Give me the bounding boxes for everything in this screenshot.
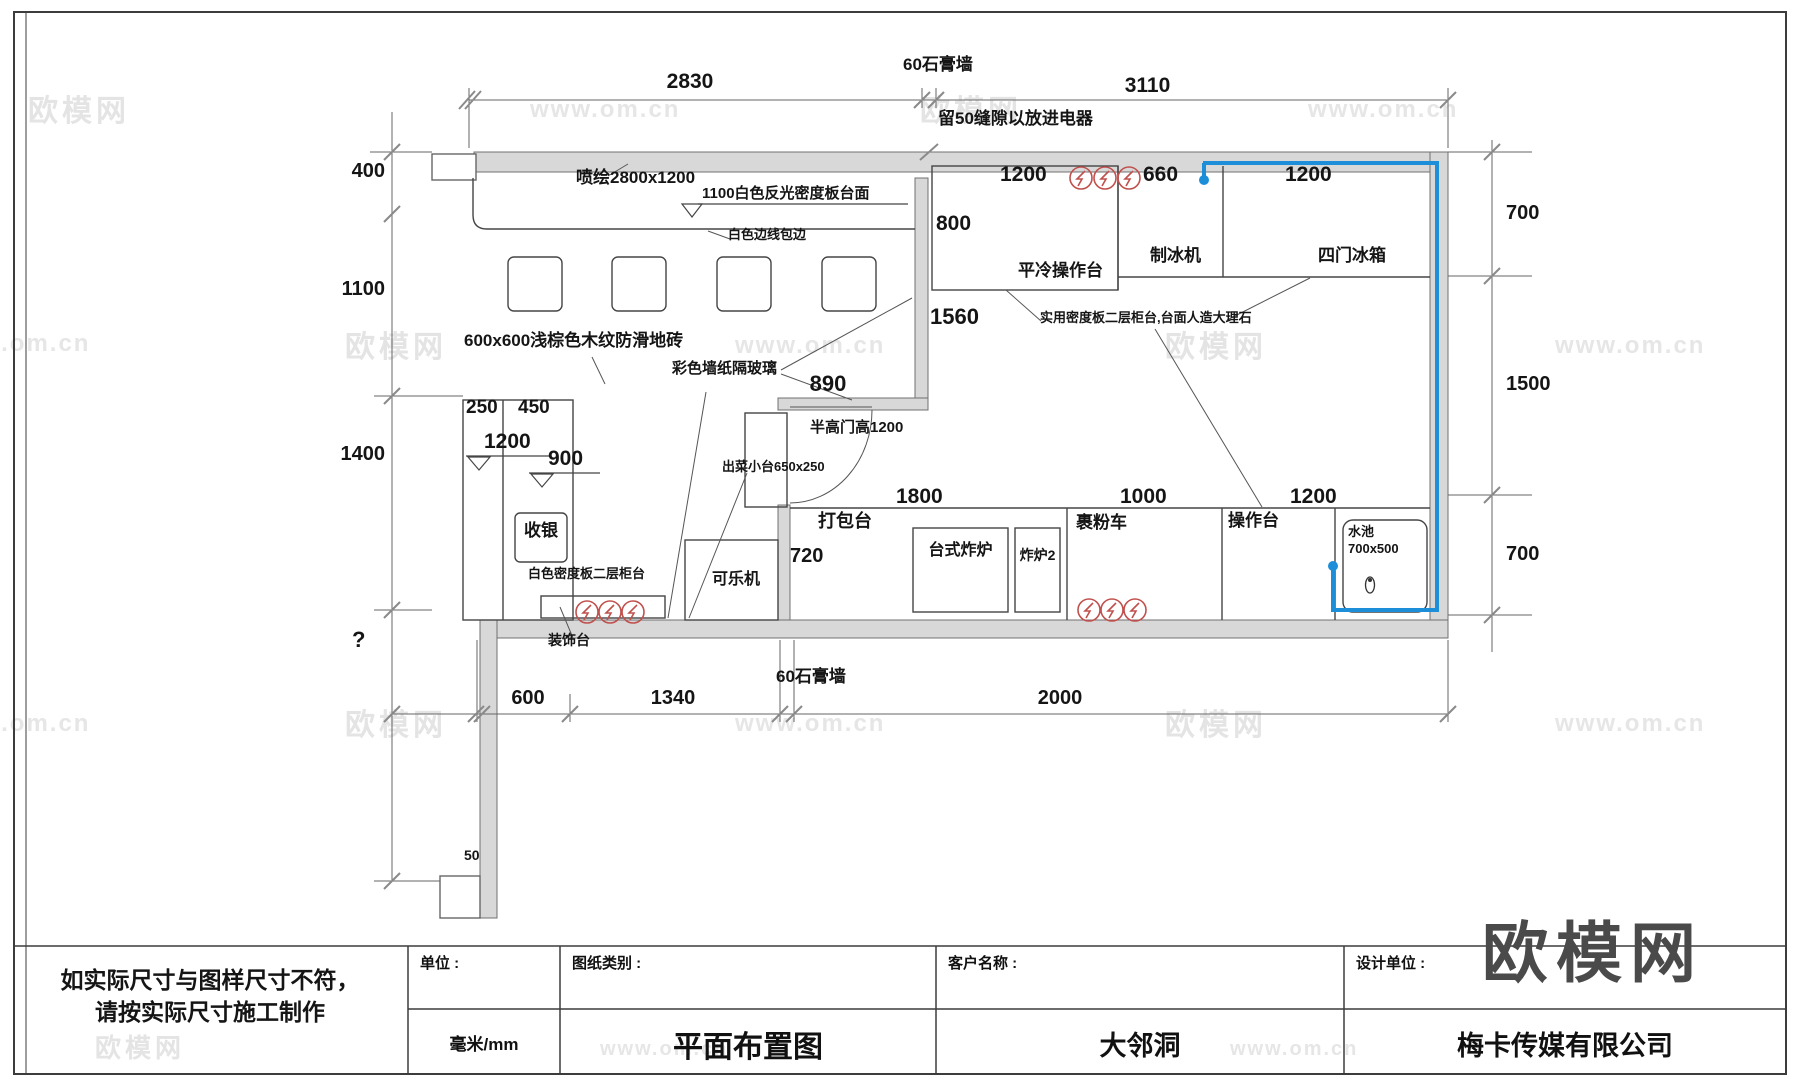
furniture-outlines [462,165,1430,621]
dim-cashier-a: 250 [466,397,498,418]
dim-right-3: 700 [1506,543,1540,565]
client-value: 大邻洞 [1099,1031,1181,1061]
label-glass: 彩色墙纸隔玻璃 [672,360,778,377]
dim-top-left: 2830 [666,70,714,93]
power-icon [1093,166,1117,190]
sheet-border [13,11,1787,1075]
power-icons [575,166,1147,624]
pillars [431,153,481,919]
power-icon [1077,598,1101,622]
dim-left-1: 400 [351,160,385,182]
stool [507,256,563,312]
label-white-counter: 白色密度板二层柜台 [528,566,646,581]
site-logo: 欧模网 [1482,916,1704,990]
dim-pack-span: 1800 [896,485,943,508]
dim-door-side: 720 [790,545,824,567]
dim-wall-end: 50 [464,847,480,863]
label-half-door: 半高门高1200 [810,419,904,436]
dim-bottom-1: 600 [511,687,545,709]
dim-top-right: 3110 [1124,74,1171,97]
dim-left-3: 1400 [340,443,386,465]
cashier-counter-box [462,399,574,621]
power-icon [621,600,645,624]
stool [611,256,667,312]
note-gap: 留50缝隙以放进电器 [938,109,1093,128]
power-icon [1123,598,1147,622]
level-1200: 1200 [484,430,531,453]
label-ice-machine: 制冰机 [1150,246,1201,265]
dim-partition: 1560 [930,304,979,329]
dim-cold-span: 1200 [1000,163,1047,186]
label-cold-table: 平冷操作台 [1018,261,1103,280]
dim-fridge-span: 1200 [1285,163,1332,186]
dim-right-1: 700 [1506,202,1540,224]
label-marble-note: 实用密度板二层柜台,台面人造大理石 [1040,310,1252,325]
door [789,406,873,504]
dim-counter-depth: 800 [936,212,972,235]
label-pack-table: 打包台 [818,511,872,531]
title-block-grid [14,945,1786,1074]
power-icon [575,600,599,624]
designer-value: 梅卡传媒有限公司 [1457,1031,1673,1061]
designer-label: 设计单位 : [1356,955,1426,972]
power-icon [1069,166,1093,190]
deco-counter-box [540,595,666,619]
label-print: 喷绘2800x1200 [576,168,696,187]
water-pipe-line [1199,161,1439,612]
dim-right-2: 1500 [1506,373,1551,395]
label-fridge: 四门冰箱 [1318,246,1386,265]
label-edge: 白色边线包边 [728,227,807,242]
power-icon [1100,598,1124,622]
power-icon [598,600,622,624]
dim-work-span: 1200 [1290,485,1337,508]
label-floor: 600x600浅棕色木纹防滑地砖 [464,331,684,350]
label-cashier: 收银 [524,521,558,540]
construction-note-line1: 如实际尺寸与图样尺寸不符， [60,967,360,993]
dim-bottom-2: 1340 [650,687,696,709]
cola-machine-box [684,539,779,621]
label-sink: 水池 [1348,524,1375,539]
label-work-table: 操作台 [1228,511,1279,530]
dimension-ticks [383,90,1501,890]
dim-jog: 890 [809,371,847,396]
label-deco-table: 装饰台 [548,632,590,648]
fryer2-box [1014,527,1061,613]
door-swing-arc [789,409,873,504]
construction-note-line2: 请按实际尺寸施工制作 [95,999,325,1025]
drawing-type-value: 平面布置图 [673,1031,823,1064]
label-cola-machine: 可乐机 [712,571,761,588]
level-marks [466,203,908,488]
label-fryer2: 炸炉2 [1019,547,1056,563]
dimension-lines [370,88,1532,882]
label-sink-size: 700x500 [1348,541,1399,556]
faucet-icon [1364,576,1376,594]
drawing-type-label: 图纸类别 : [572,955,642,972]
dim-bottom-3: 2000 [1037,687,1083,709]
stool [716,256,772,312]
dim-left-4: ? [352,627,366,652]
serve-counter-box [744,412,788,508]
dim-cashier-b: 450 [518,397,550,418]
dim-ice-span: 660 [1143,163,1179,186]
unit-value: 毫米/mm [449,1035,519,1054]
fryer-box [912,527,1009,613]
label-serve: 出菜小台650x250 [722,459,825,474]
label-flour-cart: 裹粉车 [1076,513,1127,532]
unit-label: 单位 : [420,955,460,972]
label-fryer: 台式炸炉 [928,542,993,559]
client-label: 客户名称 : [948,955,1018,972]
dim-flour-span: 1000 [1120,485,1167,508]
leader-lines [559,163,1311,639]
walls [473,151,1449,919]
label-counter-top: 1100白色反光密度板台面 [702,185,870,202]
power-icon [1117,166,1141,190]
cashier-box [514,512,568,563]
dim-bottom-wall: 60石膏墙 [776,667,846,686]
level-900: 900 [548,447,584,470]
dim-top-wall: 60石膏墙 [903,55,973,74]
front-counter-edge [472,178,915,230]
dim-left-2: 1100 [341,278,385,300]
stool [821,256,877,312]
